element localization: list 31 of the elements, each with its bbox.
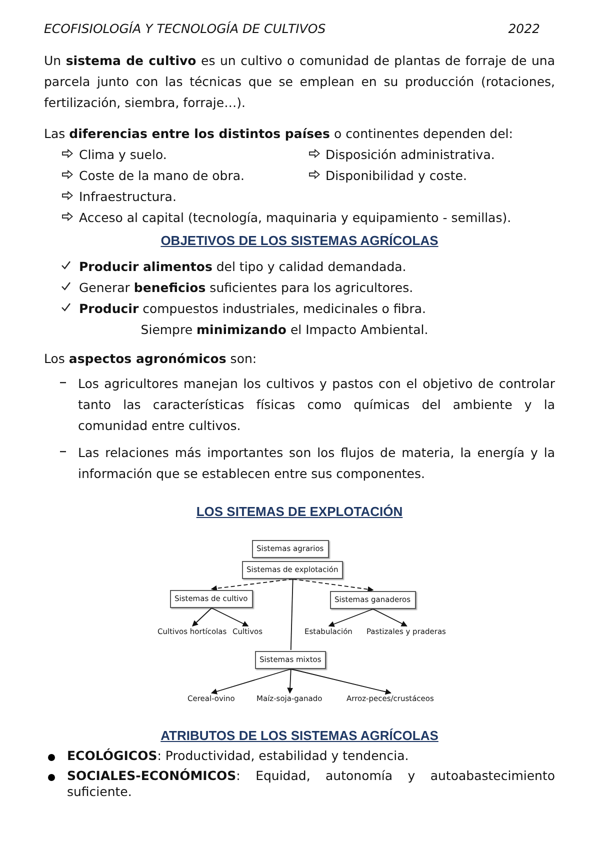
- arrow: [210, 578, 293, 592]
- arrow: [192, 608, 212, 627]
- list-item: Acceso al capital (tecnología, maquinaria y equipamiento - semillas).: [79, 209, 512, 227]
- list-item: Coste de la mano de obra.: [79, 167, 244, 185]
- list-item: Producir alimentos del tipo y calidad demandada.: [79, 258, 406, 276]
- list-item: Clima y suelo.: [79, 146, 167, 164]
- section-heading: ATRIBUTOS DE LOS SISTEMAS AGRÍCOLAS: [160, 727, 440, 745]
- arrow: [286, 668, 293, 694]
- list-item: Generar beneficios suficientes para los agricultores.: [79, 279, 414, 297]
- header-year: 2022: [508, 20, 540, 38]
- paragraph: Los aspectos agronómicos son:: [44, 350, 258, 368]
- list-item: SOCIALES-ECONÓMICOS: Equidad, autonomía y autoabastecimiento suficiente.: [67, 768, 555, 800]
- list-item: ECOLÓGICOS: Productividad, estabilidad y tendencia.: [67, 748, 409, 764]
- list-item: Producir compuestos industriales, medicinales o fibra.: [79, 300, 426, 318]
- arrow: [290, 668, 391, 695]
- list-item: Disponibilidad y coste.: [326, 167, 467, 185]
- diagram-title: LOS SITEMAS DE EXPLOTACIÓN: [195, 503, 404, 521]
- centered-note: Siempre minimizando el Impacto Ambiental.: [140, 321, 430, 339]
- paragraph: Las diferencias entre los distintos países o continentes dependen del:: [44, 125, 514, 143]
- section-heading: OBJETIVOS DE LOS SISTEMAS AGRÍCOLAS: [160, 232, 440, 250]
- arrow: [292, 578, 374, 592]
- list-item: Infraestructura.: [79, 188, 176, 206]
- list-item: Las relaciones más importantes son los flujos de materia, la energía y la información que se establecen entre sus componentes.: [78, 444, 555, 483]
- list-item: Los agricultores manejan los cultivos y pastos con el objetivo de controlar tanto las características físicas como químicas del ambiente y la comunidad entre cultivos.: [78, 375, 555, 435]
- arrow: [328, 608, 373, 627]
- arrow: [372, 608, 407, 626]
- paragraph: Un sistema de cultivo es un cultivo o comunidad de plantas de forraje de una parcela junto con las técnicas que se emplean en su producción (rotaciones, fertilización, siembra, forraje…).: [44, 52, 555, 112]
- arrow: [210, 668, 291, 694]
- list-item: Disposición administrativa.: [326, 146, 495, 164]
- header-title: ECOFISIOLOGÍA Y TECNOLOGÍA DE CULTIVOS: [44, 20, 326, 38]
- arrow: [210, 608, 248, 626]
